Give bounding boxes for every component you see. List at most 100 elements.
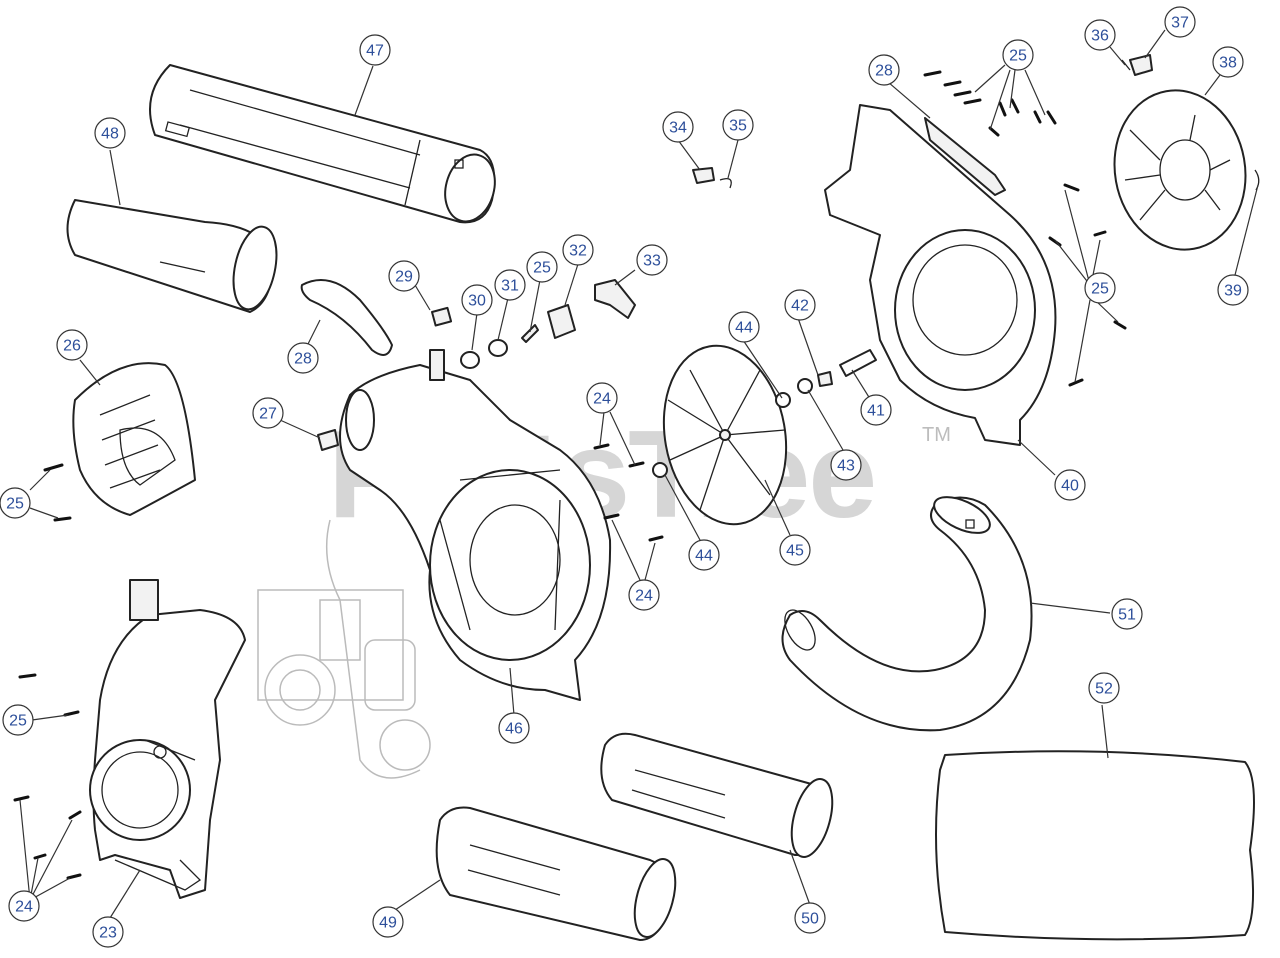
- callout-25: 25: [0, 487, 31, 519]
- callout-52: 52: [1088, 672, 1120, 704]
- callout-24: 24: [586, 382, 618, 414]
- callout-label: 28: [294, 351, 312, 368]
- callout-label: 24: [593, 391, 611, 408]
- part-25-screw: [521, 324, 539, 343]
- callout-label: 40: [1061, 478, 1079, 495]
- callout-circle: [722, 109, 754, 141]
- callout-circle: [1088, 672, 1120, 704]
- callout-circle: [586, 382, 618, 414]
- callout-label: 43: [837, 458, 855, 475]
- callout-circle: [494, 269, 526, 301]
- callout-46: 46: [498, 712, 530, 744]
- callout-label: 29: [395, 269, 413, 286]
- callout-50: 50: [794, 902, 826, 934]
- callout-51: 51: [1111, 598, 1143, 630]
- callout-25: 25: [526, 251, 558, 283]
- part-47-upper-tube: [149, 64, 496, 224]
- callout-circle: [94, 117, 126, 149]
- callout-circle: [628, 579, 660, 611]
- callout-label: 44: [695, 548, 713, 565]
- part-33: [594, 279, 636, 319]
- callout-30: 30: [461, 284, 493, 316]
- callout-circle: [526, 251, 558, 283]
- callout-24: 24: [8, 890, 40, 922]
- callout-circle: [868, 54, 900, 86]
- callout-circle: [1217, 274, 1249, 306]
- part-32: [547, 304, 576, 339]
- callout-circle: [0, 487, 31, 519]
- part-44-washer-lower: [652, 462, 668, 478]
- callout-circle: [461, 284, 493, 316]
- part-45-fan: [662, 344, 788, 526]
- callout-44: 44: [728, 311, 760, 343]
- callout-label: 49: [379, 915, 397, 932]
- part-31: [488, 339, 508, 357]
- callout-circle: [688, 539, 720, 571]
- callout-23: 23: [92, 916, 124, 948]
- callout-29: 29: [388, 260, 420, 292]
- part-48-nozzle: [66, 199, 278, 313]
- callout-31: 31: [494, 269, 526, 301]
- callout-circle: [388, 260, 420, 292]
- callout-circle: [8, 890, 40, 922]
- callout-circle: [287, 342, 319, 374]
- callout-32: 32: [562, 234, 594, 266]
- callout-circle: [830, 449, 862, 481]
- callout-circle: [1084, 272, 1116, 304]
- callout-circle: [498, 712, 530, 744]
- leader-lines: [19, 29, 1259, 919]
- callout-circle: [2, 704, 34, 736]
- callout-label: 51: [1118, 607, 1136, 624]
- callout-34: 34: [662, 111, 694, 143]
- callout-circle: [784, 289, 816, 321]
- part-51-elbow: [781, 496, 1033, 732]
- part-44-washer-upper: [775, 392, 791, 408]
- callout-45: 45: [779, 534, 811, 566]
- washers-and-bolt: [652, 349, 877, 478]
- callout-label: 25: [533, 260, 551, 277]
- callout-label: 27: [259, 406, 277, 423]
- callout-25: 25: [1084, 272, 1116, 304]
- callout-circle: [359, 34, 391, 66]
- callout-circle: [860, 394, 892, 426]
- callout-label: 44: [735, 320, 753, 337]
- callout-33: 33: [636, 244, 668, 276]
- part-36: [1121, 59, 1131, 71]
- callout-label: 35: [729, 118, 747, 135]
- callout-label: 32: [569, 243, 587, 260]
- callout-label: 42: [791, 298, 809, 315]
- part-49-tube: [435, 806, 677, 941]
- part-23-handle-housing: [89, 579, 246, 899]
- callout-circle: [56, 329, 88, 361]
- callout-label: 25: [6, 496, 24, 513]
- part-34: [692, 167, 715, 184]
- callout-35: 35: [722, 109, 754, 141]
- part-29: [430, 306, 453, 327]
- callout-circle: [562, 234, 594, 266]
- part-27: [317, 429, 339, 451]
- callout-label: 33: [643, 253, 661, 270]
- callout-49: 49: [372, 906, 404, 938]
- callout-circle: [1084, 19, 1116, 51]
- engine-ghost: [257, 519, 431, 779]
- callout-26: 26: [56, 329, 88, 361]
- callout-circle: [1164, 6, 1196, 38]
- callout-label: 30: [468, 293, 486, 310]
- callout-circle: [92, 916, 124, 948]
- callout-47: 47: [359, 34, 391, 66]
- callout-label: 50: [801, 911, 819, 928]
- callout-label: 45: [786, 543, 804, 560]
- callout-label: 31: [501, 278, 519, 295]
- part-37: [1129, 54, 1153, 76]
- callout-label: 48: [101, 126, 119, 143]
- callout-circle: [636, 244, 668, 276]
- callout-42: 42: [784, 289, 816, 321]
- part-28-tube-insert: [300, 279, 393, 356]
- callout-36: 36: [1084, 19, 1116, 51]
- callout-circle: [252, 397, 284, 429]
- callout-circle: [372, 906, 404, 938]
- callout-label: 23: [99, 925, 117, 942]
- callout-25: 25: [2, 704, 34, 736]
- callout-circle: [662, 111, 694, 143]
- callout-label: 36: [1091, 28, 1109, 45]
